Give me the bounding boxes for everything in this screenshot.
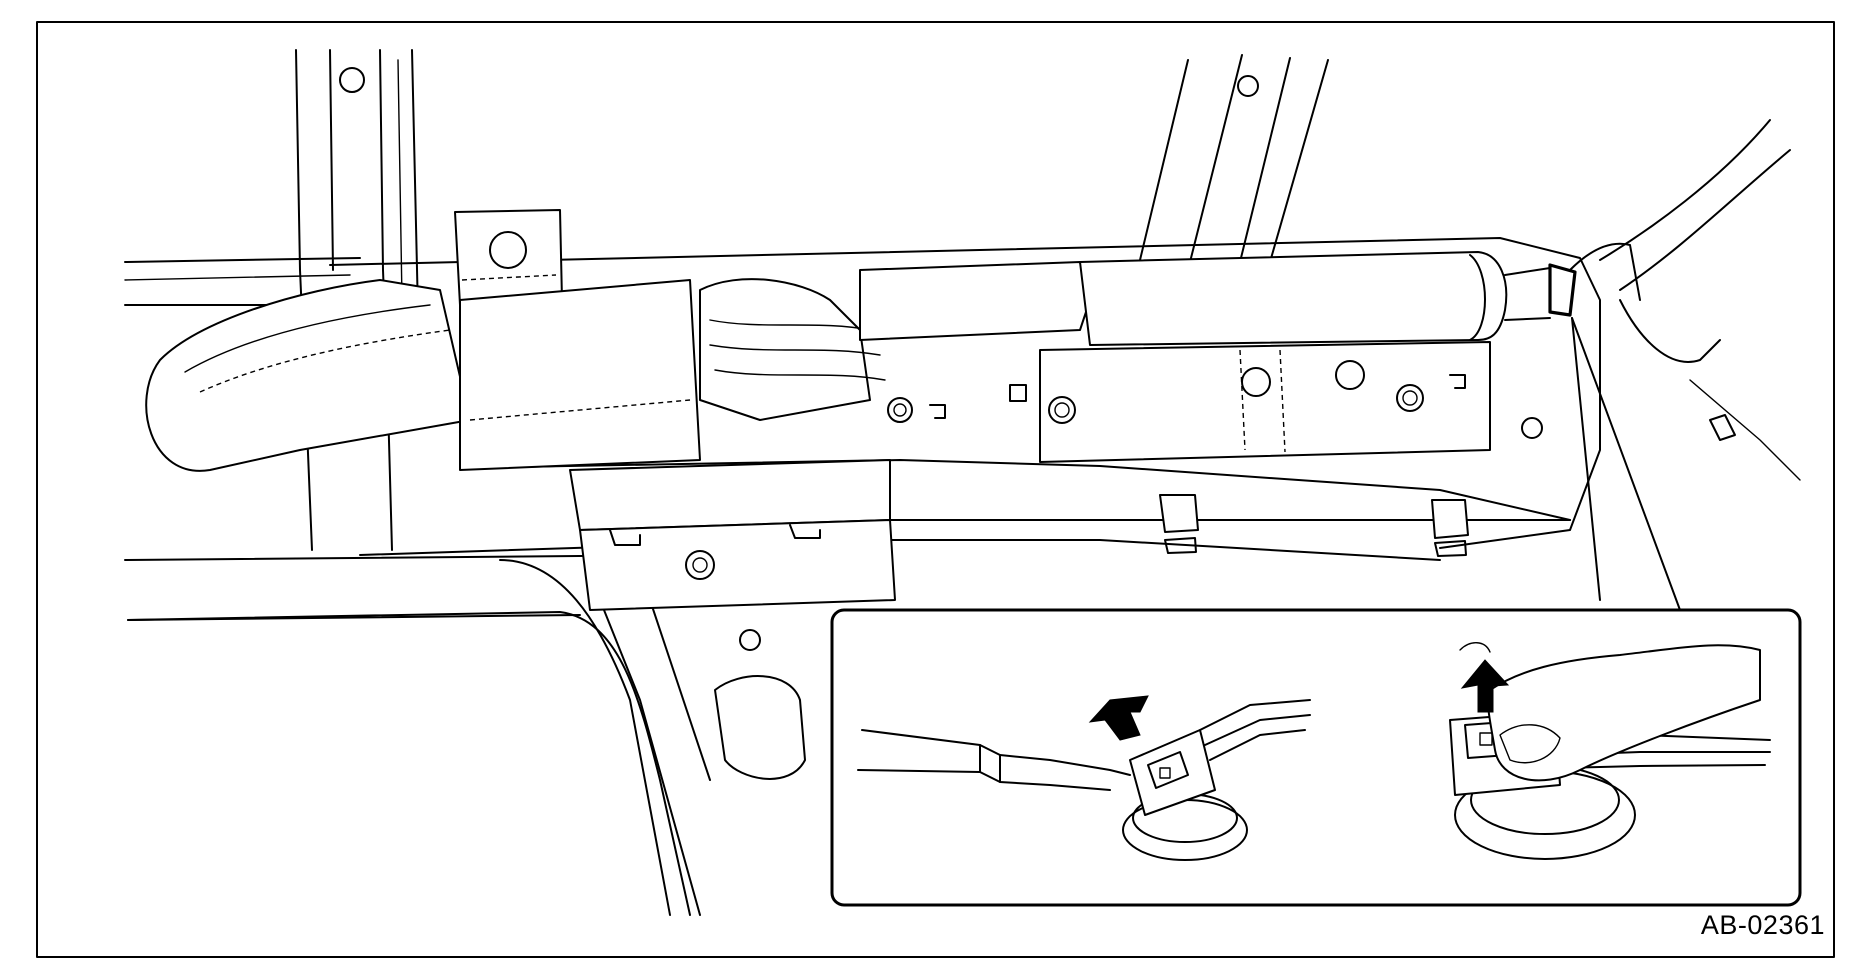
rail-bolt [887,397,913,423]
inflator-connector-segment [859,261,1091,341]
rail-clip-2 [1431,499,1469,539]
bracket-bolt-1 [489,231,527,269]
mounting-bolt-4 [1241,367,1271,397]
airbag-module-front [145,279,471,472]
roof-hole-lower [739,629,761,651]
detail-inset [830,608,1802,907]
connector-grommet-left [1122,799,1248,861]
rail-clip-1 [1159,494,1199,533]
roof-hole-right [1521,417,1543,439]
mounting-plate [1039,341,1491,463]
release-arrow-left [1088,695,1149,741]
pillar-hole-right [1237,75,1259,97]
lower-bracket-bolt [685,550,715,580]
mounting-bolt-3 [1396,384,1424,412]
mounting-bracket-1 [454,209,563,306]
square-hole [1009,384,1027,402]
figure-frame [36,21,1835,958]
mounting-bolt-2 [1335,360,1365,390]
detail-finger-release [1449,642,1771,860]
pillar-hole-left [339,67,365,93]
inflator-end-connector [1548,263,1577,317]
harness-cover [459,279,701,471]
detail-tool-release [857,695,1311,861]
fingernail [1499,724,1561,764]
vehicle-roof-structure [124,49,1801,916]
release-arrow-right [1460,659,1510,713]
lower-bracket [569,459,891,531]
inflator-tube [1079,251,1508,346]
figure-code-label: AB-02361 [1700,910,1825,940]
mounting-bolt-1 [1048,396,1076,424]
